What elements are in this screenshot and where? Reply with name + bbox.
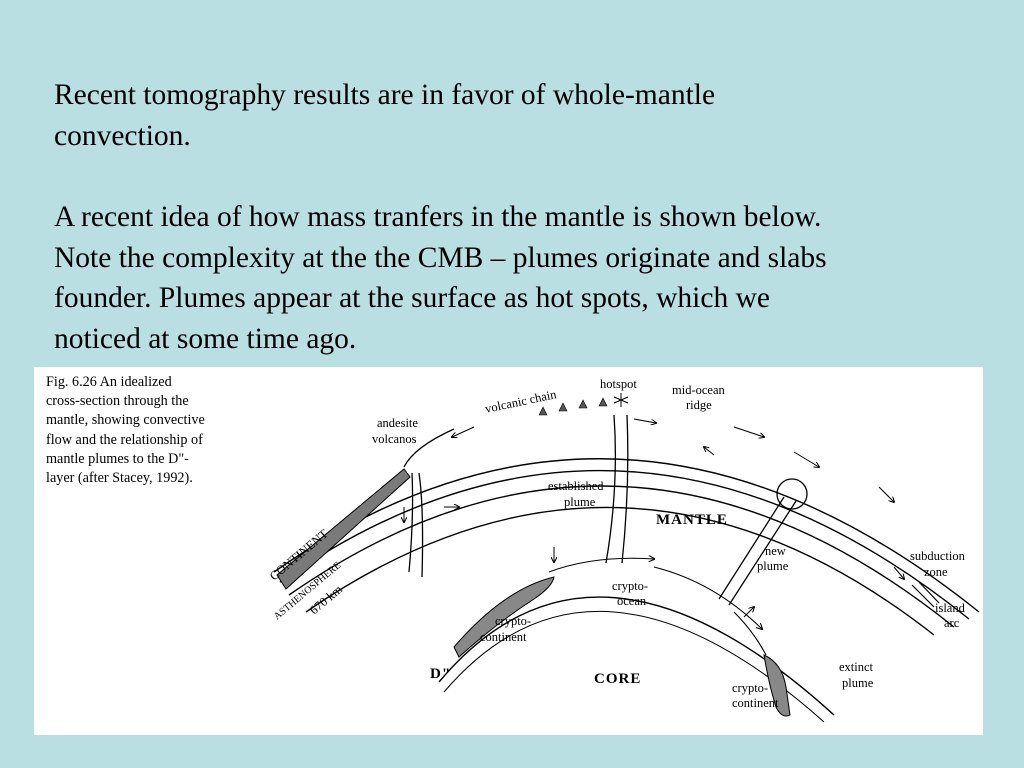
label-crypto-continent-left: crypto- <box>495 614 531 628</box>
text-line: A recent idea of how mass tranfers in th… <box>54 201 822 233</box>
crypto-continent-left-blob <box>453 576 555 658</box>
label-subduction: subduction <box>910 549 966 563</box>
label-established-plume: plume <box>564 495 596 509</box>
mantle-flow-arrows <box>404 418 904 618</box>
left-subduction-slab <box>403 428 455 578</box>
label-established: established <box>548 479 604 493</box>
caption-line: layer (after Stacey, 1992). <box>46 470 193 487</box>
label-core: CORE <box>594 671 641 687</box>
right-subduction-slab <box>911 581 940 608</box>
caption-line: mantle, showing convective <box>46 412 205 429</box>
label-extinct-plume: plume <box>842 676 874 690</box>
body-paragraph: A recent idea of how mass tranfers in th… <box>54 197 1014 359</box>
text-line: convection. <box>54 119 191 152</box>
label-continent-left: continent <box>480 630 527 644</box>
label-mid-ocean: mid-ocean <box>672 383 726 397</box>
label-ridge: ridge <box>686 398 712 412</box>
label-continent-right: continent <box>732 696 779 710</box>
label-island: island <box>935 601 966 615</box>
caption-line: flow and the relationship of <box>46 431 203 448</box>
label-crypto-ocean: crypto- <box>612 579 648 593</box>
hotspot-star-icon <box>613 393 629 407</box>
text-line: founder. Plumes appear at the surface as… <box>54 282 770 314</box>
text-line: Recent tomography results are in favor o… <box>54 79 716 111</box>
d-layer-inner <box>443 611 825 723</box>
label-zone: zone <box>924 565 948 579</box>
volcanic-chain-triangles <box>538 397 608 416</box>
label-volcanos: volcanos <box>372 432 417 446</box>
continent-slab <box>276 468 411 590</box>
earth-surface-arcs <box>273 458 980 636</box>
label-arc: arc <box>944 616 960 630</box>
label-crypto-continent-right: crypto- <box>732 681 768 695</box>
text-line: noticed at some time ago. <box>54 322 357 355</box>
label-mantle: MANTLE <box>656 512 728 528</box>
new-plume-conduit <box>718 478 808 606</box>
text-line: Note the complexity at the the CMB – plu… <box>54 241 827 274</box>
label-hotspot: hotspot <box>600 377 637 391</box>
label-andesite: andesite <box>377 416 418 430</box>
diagram-drawing: hotspot volcanic chain mid-ocean ridge a… <box>267 377 980 723</box>
label-volcanic-chain: volcanic chain <box>484 387 559 416</box>
label-d-double-prime: D" <box>430 666 451 682</box>
caption-line: Fig. 6.26 An idealized <box>46 374 172 390</box>
caption-line: cross-section through the <box>46 393 189 410</box>
mantle-cross-section-figure: Fig. 6.26 An idealized cross-section thr… <box>34 367 983 735</box>
figure-caption: Fig. 6.26 An idealized cross-section thr… <box>46 373 251 488</box>
established-plume-conduit <box>605 414 629 564</box>
crypto-continent-right-blob <box>763 654 791 717</box>
cmb-flow-lines <box>548 558 767 656</box>
label-extinct: extinct <box>839 660 874 674</box>
intro-paragraph: Recent tomography results are in favor o… <box>54 75 954 156</box>
label-ocean: ocean <box>617 594 647 608</box>
caption-line: mantle plumes to the D"- <box>46 450 189 467</box>
label-new-plume: plume <box>757 559 789 573</box>
label-new: new <box>765 544 786 558</box>
